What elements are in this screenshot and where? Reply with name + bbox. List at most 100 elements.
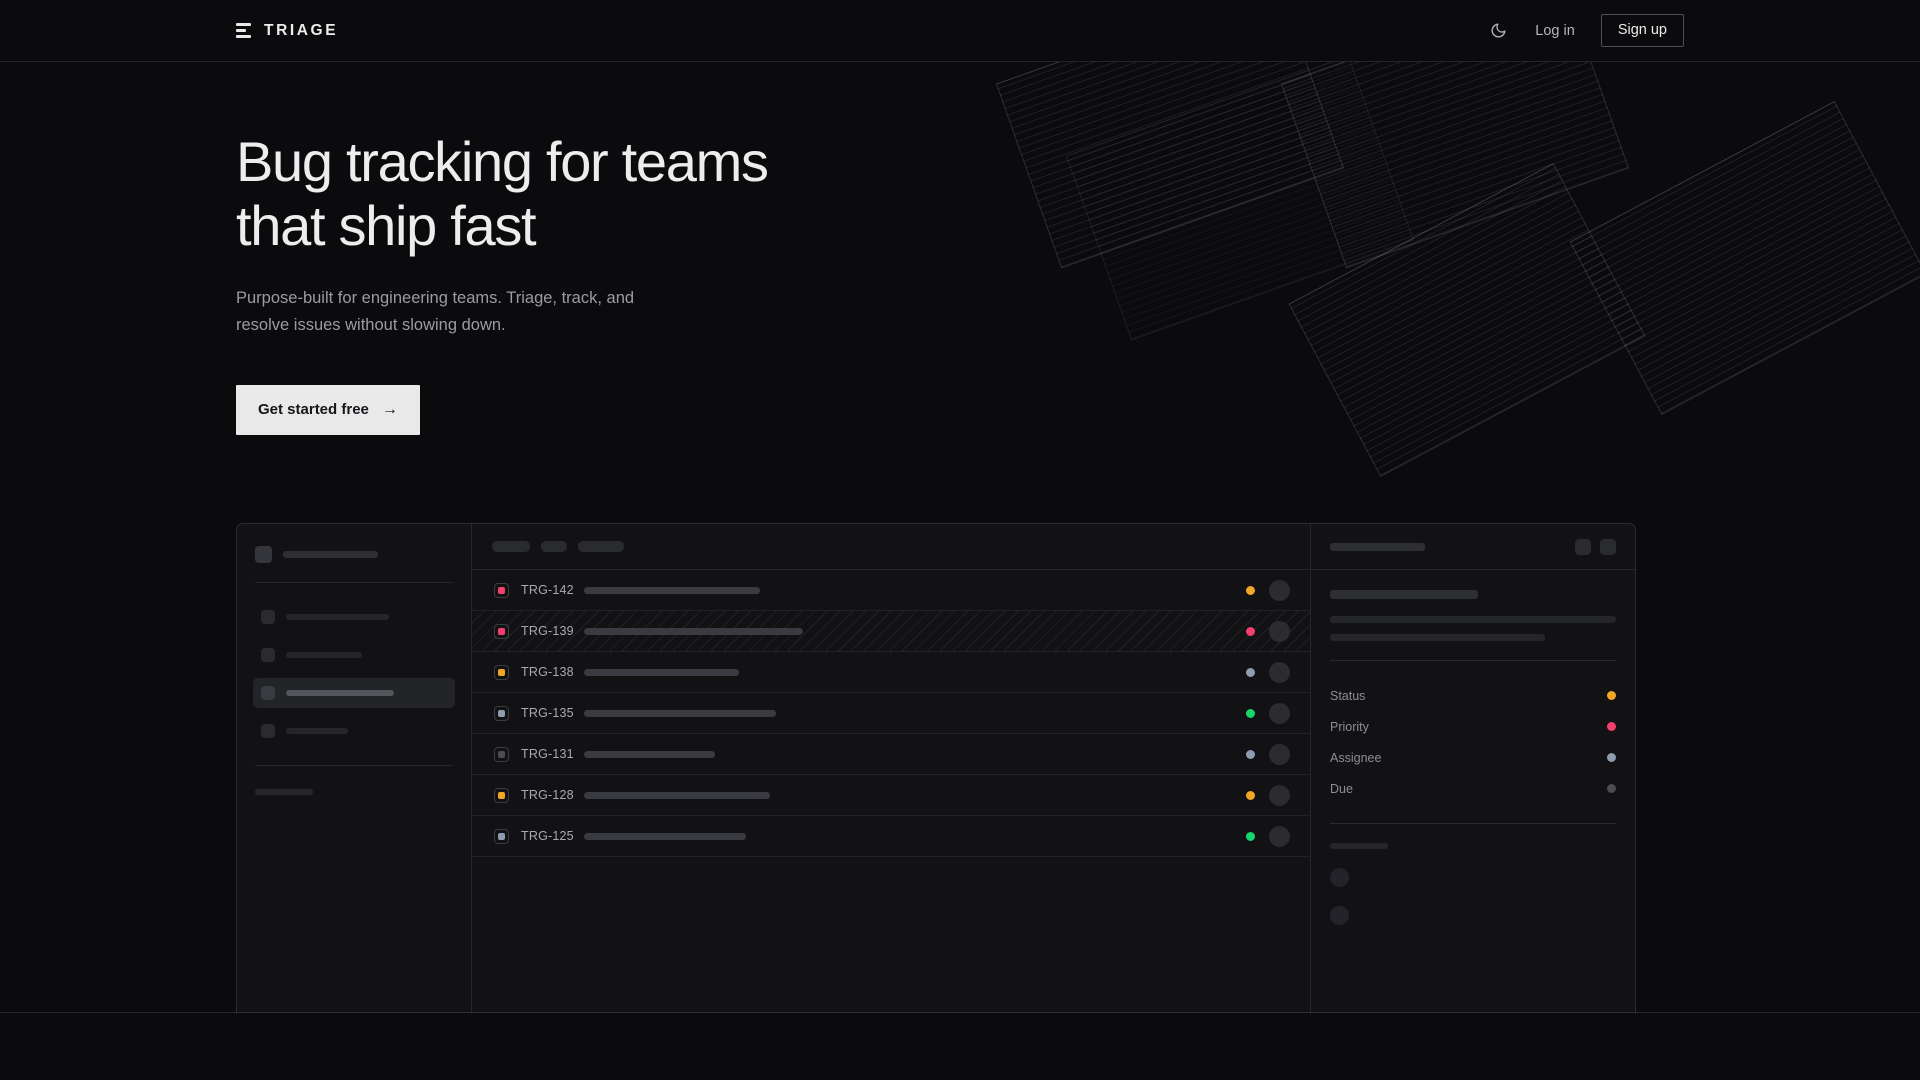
- assignee-avatar: [1269, 825, 1290, 847]
- status-dot: [1246, 585, 1255, 595]
- issue-row-meta: [1246, 620, 1290, 642]
- sidebar-item-label-placeholder: [286, 614, 389, 620]
- detail-meta-row[interactable]: Assignee: [1330, 742, 1616, 773]
- table-row[interactable]: TRG-139: [472, 611, 1310, 652]
- subhead-line-2: resolve issues without slowing down.: [236, 315, 506, 334]
- table-row[interactable]: TRG-131: [472, 734, 1310, 775]
- issue-row-meta: [1246, 579, 1290, 601]
- issue-type-badge: [494, 828, 509, 844]
- triage-logo-icon: [236, 23, 251, 38]
- issue-id: TRG-128: [521, 788, 574, 802]
- table-row[interactable]: TRG-125: [472, 816, 1310, 857]
- detail-meta-row[interactable]: Due: [1330, 773, 1616, 804]
- table-row[interactable]: TRG-138: [472, 652, 1310, 693]
- issue-title-placeholder: [584, 586, 760, 594]
- site-header: TRIAGE Log in Sign up: [0, 0, 1920, 62]
- issue-title-placeholder: [584, 791, 770, 799]
- assignee-avatar: [1269, 661, 1290, 683]
- workspace-switcher[interactable]: [253, 542, 455, 563]
- status-dot: [1246, 831, 1255, 841]
- status-dot: [1246, 667, 1255, 677]
- issue-id: TRG-139: [521, 624, 574, 638]
- detail-meta-label: Due: [1330, 781, 1353, 796]
- detail-meta-value-dot: [1607, 784, 1616, 793]
- detail-header-title-placeholder: [1330, 542, 1425, 551]
- header-actions: Log in Sign up: [1487, 14, 1684, 47]
- table-row[interactable]: TRG-128: [472, 775, 1310, 816]
- sidebar-item-icon: [261, 686, 275, 700]
- workspace-avatar: [255, 546, 272, 563]
- issue-id: TRG-135: [521, 706, 574, 720]
- issue-row-meta: [1246, 825, 1290, 847]
- detail-meta-label: Assignee: [1330, 750, 1382, 765]
- login-link[interactable]: Log in: [1535, 22, 1575, 39]
- activity-section-label-placeholder: [1330, 843, 1388, 849]
- sidebar-section: [253, 785, 455, 813]
- activity-avatar: [1330, 906, 1349, 925]
- toolbar-chip[interactable]: [541, 541, 567, 552]
- sidebar-divider: [255, 765, 453, 766]
- issue-id: TRG-138: [521, 665, 574, 679]
- detail-meta-value-dot: [1607, 722, 1616, 731]
- issue-id: TRG-142: [521, 583, 574, 597]
- signup-button[interactable]: Sign up: [1600, 14, 1684, 47]
- issue-title-placeholder: [584, 709, 776, 717]
- detail-meta-value-dot: [1607, 691, 1616, 700]
- subhead-line-1: Purpose-built for engineering teams. Tri…: [236, 289, 635, 308]
- headline-line-1: Bug tracking for teams: [236, 130, 769, 193]
- table-row[interactable]: TRG-142: [472, 570, 1310, 611]
- sidebar-divider: [255, 582, 453, 583]
- assignee-avatar: [1269, 743, 1290, 765]
- issue-type-badge: [494, 664, 509, 680]
- detail-meta-row[interactable]: Priority: [1330, 711, 1616, 742]
- detail-meta-row[interactable]: Status: [1330, 680, 1616, 711]
- sidebar-item-icon: [261, 648, 275, 662]
- hero-subtitle: Purpose-built for engineering teams. Tri…: [236, 285, 716, 338]
- issue-title-placeholder: [584, 627, 803, 635]
- detail-meta-value-dot: [1607, 753, 1616, 762]
- detail-header-button[interactable]: [1600, 538, 1616, 555]
- hero-section: Bug tracking for teams that ship fast Pu…: [236, 62, 1920, 435]
- issue-title-placeholder: [584, 832, 746, 840]
- brand-logo[interactable]: TRIAGE: [236, 22, 338, 40]
- detail-divider: [1330, 660, 1616, 661]
- mockup-sidebar: [237, 524, 472, 1013]
- sidebar-item[interactable]: [253, 602, 455, 632]
- sidebar-collapsed-items: [255, 795, 453, 813]
- detail-title-placeholder: [1330, 590, 1478, 599]
- detail-meta-label: Priority: [1330, 719, 1369, 734]
- sidebar-item[interactable]: [253, 640, 455, 670]
- workspace-name-placeholder: [283, 551, 378, 558]
- issue-row-meta: [1246, 661, 1290, 683]
- page-footer-area: [0, 1013, 1920, 1080]
- status-dot: [1246, 626, 1255, 636]
- issue-type-badge: [494, 582, 509, 598]
- sidebar-item[interactable]: [253, 716, 455, 746]
- get-started-button[interactable]: Get started free →: [236, 384, 420, 435]
- detail-header: [1311, 524, 1635, 570]
- sidebar-item-icon: [261, 724, 275, 738]
- activity-avatars: [1330, 868, 1616, 925]
- toolbar-chip[interactable]: [492, 541, 530, 552]
- sidebar-item-active[interactable]: [253, 678, 455, 708]
- arrow-right-icon: →: [381, 400, 398, 418]
- detail-meta-label: Status: [1330, 688, 1366, 703]
- status-dot: [1246, 749, 1255, 759]
- moon-icon[interactable]: [1487, 20, 1509, 42]
- sidebar-item-label-placeholder: [286, 690, 394, 696]
- assignee-avatar: [1269, 784, 1290, 806]
- assignee-avatar: [1269, 702, 1290, 724]
- issue-type-badge: [494, 623, 509, 639]
- detail-description-placeholder: [1330, 616, 1616, 641]
- issue-list-empty-area: [472, 857, 1310, 1013]
- toolbar-chip[interactable]: [578, 541, 624, 552]
- detail-header-button[interactable]: [1575, 538, 1591, 555]
- issue-title-placeholder: [584, 750, 715, 758]
- table-row[interactable]: TRG-135: [472, 693, 1310, 734]
- status-dot: [1246, 708, 1255, 718]
